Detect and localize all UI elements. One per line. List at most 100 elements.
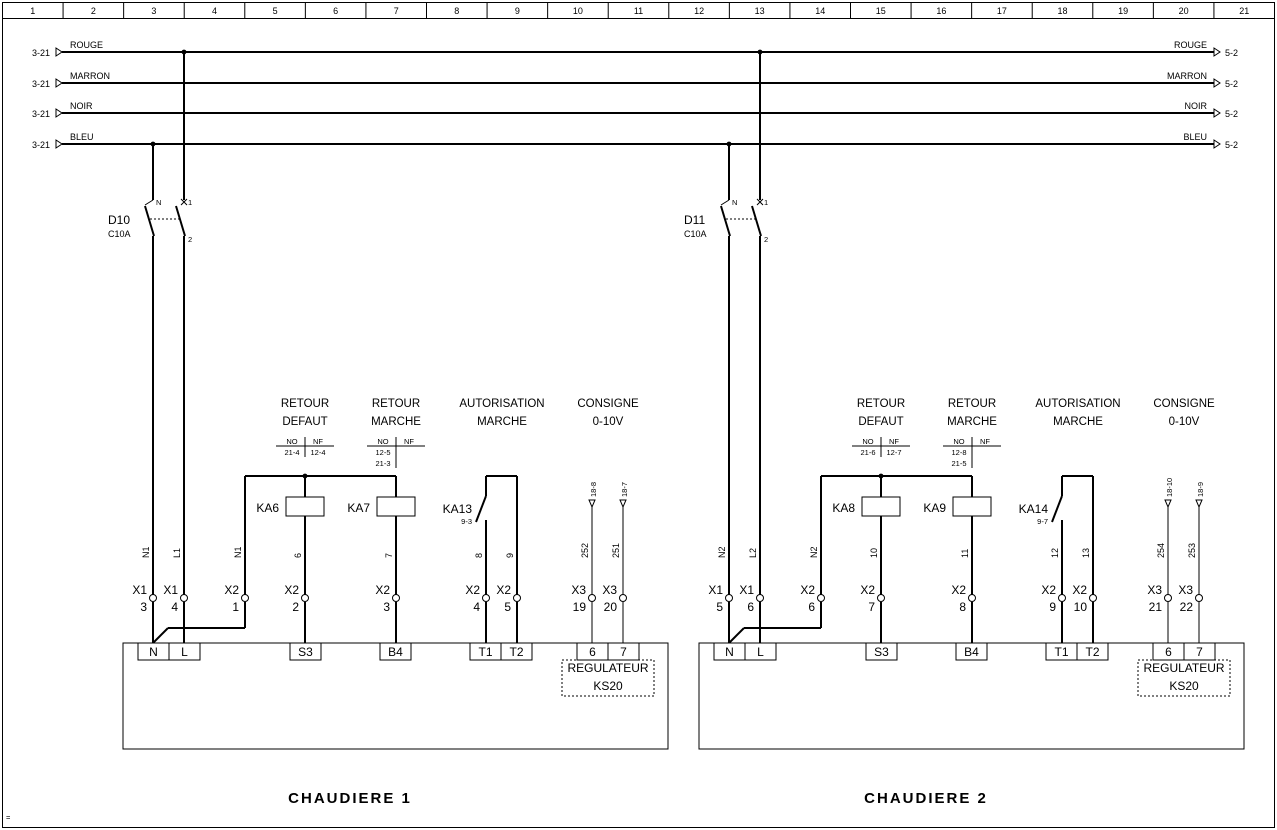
terminal-number: 7 xyxy=(868,600,875,614)
breaker-blade-l xyxy=(175,205,186,237)
relay-name: KA9 xyxy=(923,501,946,515)
header-retour-defaut-line1: RETOUR xyxy=(857,398,905,410)
header-retour-defaut-line1: RETOUR xyxy=(281,398,329,410)
signal-arrow xyxy=(588,499,596,509)
relay-coil-1 xyxy=(952,496,992,517)
header-retour-defaut-line2: DEFAUT xyxy=(282,416,327,428)
terminal-strip: X2 xyxy=(465,583,480,597)
regulator-model: KS20 xyxy=(1169,679,1199,693)
device-terminal-box xyxy=(955,642,988,661)
contact-table-nf: NF xyxy=(889,437,899,446)
signal-ref: 18-9 xyxy=(1196,482,1205,497)
device-terminal-label: T2 xyxy=(1085,645,1099,659)
device-terminal-box xyxy=(865,642,898,661)
terminal-0 xyxy=(725,594,733,602)
terminal-strip: X2 xyxy=(284,583,299,597)
bus-ref-left: 3-21 xyxy=(32,79,50,89)
header-autorisation-line1: AUTORISATION xyxy=(1035,398,1120,410)
device-terminal-label: 6 xyxy=(589,645,596,659)
terminal-strip: X3 xyxy=(1147,583,1162,597)
bus-arrow-left xyxy=(55,78,63,88)
device-terminal-label: T1 xyxy=(478,645,492,659)
grid-col-number: 12 xyxy=(694,6,704,16)
footer-mark: = xyxy=(6,813,11,822)
terminal-strip: X1 xyxy=(163,583,178,597)
bus-ref-right: 5-2 xyxy=(1225,48,1238,58)
contact-name: KA13 xyxy=(443,502,473,516)
breaker-pole-2: 2 xyxy=(764,235,768,244)
header-autorisation-line2: MARCHE xyxy=(1053,416,1103,428)
terminal-number: 3 xyxy=(383,600,390,614)
contact-ref-no: 21-4 xyxy=(284,448,299,457)
terminal-strip: X1 xyxy=(132,583,147,597)
wire-number: L1 xyxy=(172,548,182,558)
contact-ref-no: 12-8 xyxy=(951,448,966,457)
contact-ref-no: 21-5 xyxy=(951,459,966,468)
terminal-5 xyxy=(482,594,490,602)
bus-arrow-right xyxy=(1213,139,1221,149)
wire-number: 6 xyxy=(293,553,303,558)
device-terminal-label: 6 xyxy=(1165,645,1172,659)
wire-number: 12 xyxy=(1050,548,1060,558)
breaker-blade-n xyxy=(720,205,731,237)
terminal-0 xyxy=(149,594,157,602)
terminal-wire xyxy=(728,627,745,644)
terminal-strip: X1 xyxy=(708,583,723,597)
bus-ref-right: 5-2 xyxy=(1225,140,1238,150)
device-terminal-box xyxy=(744,642,777,661)
grid-col-number: 11 xyxy=(634,6,643,16)
terminal-number: 6 xyxy=(808,600,815,614)
wire-number: N2 xyxy=(717,546,727,558)
contact-table-no: NO xyxy=(377,437,388,446)
header-retour-marche-line2: MARCHE xyxy=(371,416,421,428)
terminal-strip: X2 xyxy=(800,583,815,597)
bus-name-left: MARRON xyxy=(70,71,110,81)
boiler-title: CHAUDIERE 2 xyxy=(864,790,988,807)
bus-ref-left: 3-21 xyxy=(32,48,50,58)
terminal-strip: X3 xyxy=(602,583,617,597)
terminal-6 xyxy=(1089,594,1097,602)
grid-col-number: 18 xyxy=(1057,6,1067,16)
grid-col-number: 15 xyxy=(876,6,886,16)
header-autorisation-line2: MARCHE xyxy=(477,416,527,428)
contact-blade xyxy=(475,495,487,523)
contact-ref-no: 12-5 xyxy=(375,448,390,457)
wire-number: N1 xyxy=(233,546,243,558)
terminal-strip: X3 xyxy=(1178,583,1193,597)
terminal-number: 4 xyxy=(171,600,178,614)
device-terminal-label: L xyxy=(181,645,188,659)
terminal-6 xyxy=(513,594,521,602)
grid-col-number: 19 xyxy=(1118,6,1128,16)
bus-arrow-left xyxy=(55,47,63,57)
breaker-name: D10 xyxy=(108,213,130,227)
contact-table-no: NO xyxy=(953,437,964,446)
bus-name-right: BLEU xyxy=(1183,132,1207,142)
contact-table-no: NO xyxy=(286,437,297,446)
grid-col-number: 6 xyxy=(333,6,338,16)
grid-col-number: 13 xyxy=(755,6,765,16)
device-terminal-label: N xyxy=(725,645,734,659)
signal-arrow xyxy=(1164,499,1172,509)
terminal-number: 1 xyxy=(232,600,239,614)
device-terminal-box xyxy=(1076,642,1109,661)
header-retour-marche-line2: MARCHE xyxy=(947,416,997,428)
terminal-7 xyxy=(1164,594,1172,602)
header-consigne-line2: 0-10V xyxy=(593,416,624,428)
terminal-number: 9 xyxy=(1049,600,1056,614)
device-terminal-box xyxy=(289,642,322,661)
wire-number: 7 xyxy=(384,553,394,558)
terminal-strip: X2 xyxy=(496,583,511,597)
terminal-5 xyxy=(1058,594,1066,602)
terminal-number: 21 xyxy=(1149,600,1163,614)
terminal-number: 5 xyxy=(716,600,723,614)
terminal-number: 3 xyxy=(140,600,147,614)
breaker-rating: C10A xyxy=(684,229,707,239)
bus-arrow-right xyxy=(1213,108,1221,118)
grid-col-number: 3 xyxy=(151,6,156,16)
breaker-cross-icon xyxy=(756,198,764,206)
signal-ref: 18-7 xyxy=(620,482,629,497)
regulator-box xyxy=(1137,659,1231,697)
terminal-2 xyxy=(241,594,249,602)
